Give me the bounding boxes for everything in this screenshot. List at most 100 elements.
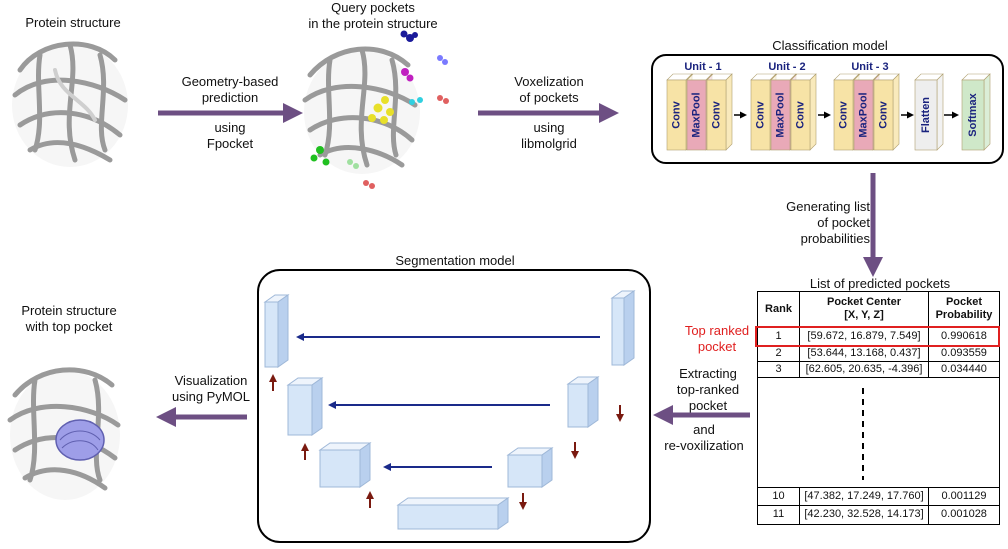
- classification-blocks: Unit - 1 Conv MaxPool Conv Unit - 2 Conv MaxPo…: [666, 61, 991, 151]
- clf-softmax-label: Softmax: [967, 92, 979, 136]
- seg-block-left-2: [286, 377, 324, 436]
- label-libmolgrid: libmolgrid: [521, 136, 577, 151]
- clf-layer-1-3: [706, 73, 733, 151]
- seg-block-right-3: [506, 447, 554, 488]
- label-extract-line2: top-ranked: [676, 382, 740, 397]
- label-top-ranked-pocket: Top ranked pocket: [676, 323, 758, 355]
- table-header-row: Rank Pocket Center [X, Y, Z] Pocket Prob…: [758, 292, 999, 328]
- query-pockets-image: [302, 30, 449, 189]
- cell-probability: 0.034440: [941, 363, 987, 375]
- label-and: and: [693, 422, 715, 437]
- label-using-1: using: [214, 120, 246, 135]
- label-query-pockets-line1: Query pockets: [331, 0, 415, 15]
- clf-layer-label-3-3: Conv: [878, 100, 890, 128]
- cell-center: [53.644, 13.168, 0.437]: [800, 346, 929, 361]
- label-revox: re-voxilization: [664, 438, 744, 453]
- unit-title-3: Unit - 3: [851, 61, 888, 73]
- segmentation-model-title: Segmentation model: [395, 253, 515, 268]
- unit-title-2: Unit - 2: [768, 61, 805, 73]
- cell-rank: 2: [758, 346, 800, 361]
- label-query-pockets-line2: in the protein structure: [308, 16, 438, 31]
- clf-layer-label-2-2: MaxPool: [775, 92, 787, 137]
- label-gen-line3: probabilities: [800, 231, 870, 246]
- label-gen-line1: Generating list: [786, 199, 870, 214]
- clf-layer-label-3-2: MaxPool: [858, 92, 870, 137]
- label-geom-line1: Geometry-based: [181, 74, 279, 89]
- cell-rank: 11: [758, 506, 800, 524]
- label-generating-list: Generating list of pocket probabilities: [770, 199, 870, 247]
- table-title: List of predicted pockets: [809, 276, 951, 291]
- label-extract-line1: Extracting: [679, 366, 737, 381]
- label-top-protein-line2: with top pocket: [25, 319, 113, 334]
- unit-title-1: Unit - 1: [684, 61, 721, 73]
- cell-probability: 0.001129: [941, 490, 987, 502]
- label-geom-line2: prediction: [201, 90, 259, 105]
- table-row: 10 [47.382, 17.249, 17.760] 0.001129: [758, 488, 999, 506]
- clf-layer-label-1-2: MaxPool: [691, 92, 703, 137]
- seg-block-left-3: [318, 442, 372, 488]
- top-pocket-protein-image: [7, 367, 121, 500]
- label-using-fpocket: using Fpocket: [160, 120, 300, 152]
- seg-block-right-2: [566, 376, 600, 428]
- table-row: 3 [62.605, 20.635, -4.396] 0.034440: [758, 362, 999, 378]
- protein-structure-image: [12, 41, 128, 167]
- label-extracting: Extracting top-ranked pocket: [662, 366, 754, 414]
- cell-rank: 1: [758, 328, 800, 345]
- header-pocket-center: Pocket Center [X, Y, Z]: [800, 292, 929, 327]
- segmentation-blocks: [263, 290, 636, 530]
- header-rank: Rank: [758, 292, 800, 327]
- cell-center: [62.605, 20.635, -4.396]: [800, 362, 929, 377]
- clf-flatten-label: Flatten: [920, 97, 932, 133]
- header-pocket-probability: Pocket Probability: [935, 296, 993, 321]
- clf-layer-label-1-1: Conv: [671, 100, 683, 128]
- label-query-pockets: Query pockets in the protein structure: [298, 0, 448, 32]
- label-voxelization: Voxelization of pockets: [484, 74, 614, 106]
- label-protein-structure: Protein structure: [25, 15, 121, 30]
- table-row: 11 [42.230, 32.528, 14.173] 0.001028: [758, 506, 999, 524]
- label-top-pocket-protein: Protein structure with top pocket: [4, 303, 134, 335]
- label-visualization: Visualization using PyMOL: [166, 373, 256, 405]
- clf-layer-3-3: [873, 73, 900, 151]
- cell-center: [42.230, 32.528, 14.173]: [800, 506, 929, 524]
- classification-model-title: Classification model: [772, 38, 888, 53]
- table-row: 1 [59.672, 16.879, 7.549] 0.990618: [758, 328, 999, 346]
- label-visual-line1: Visualization: [174, 373, 248, 388]
- cell-rank: 10: [758, 488, 800, 505]
- label-extract-line3: pocket: [688, 398, 728, 413]
- label-visual-line2: using PyMOL: [171, 389, 251, 404]
- clf-layer-label-2-1: Conv: [755, 100, 767, 128]
- clf-layer-label-2-3: Conv: [795, 100, 807, 128]
- cell-rank: 3: [758, 362, 800, 377]
- top-pocket-highlight: [755, 326, 1000, 347]
- seg-block-left-1: [263, 294, 290, 368]
- label-revoxilization: and re-voxilization: [652, 422, 756, 454]
- cell-center: [59.672, 16.879, 7.549]: [800, 328, 929, 345]
- table-ellipsis-region: [758, 378, 999, 488]
- cell-probability: 0.001028: [941, 508, 987, 520]
- seg-block-bottom: [396, 497, 510, 530]
- clf-layer-label-3-1: Conv: [838, 100, 850, 128]
- clf-layer-2-3: [790, 73, 817, 151]
- label-fpocket: Fpocket: [206, 136, 254, 151]
- table-row: 2 [53.644, 13.168, 0.437] 0.093559: [758, 346, 999, 362]
- pocket-spheres: [310, 30, 449, 189]
- label-top-ranked-line2: pocket: [697, 339, 737, 354]
- top-pocket-surface: [55, 419, 105, 461]
- cell-probability: 0.093559: [941, 347, 987, 359]
- label-using-libmolgrid: using libmolgrid: [484, 120, 614, 152]
- label-gen-line2: of pocket: [817, 215, 870, 230]
- label-vox-line1: Voxelization: [514, 74, 584, 89]
- cell-center: [47.382, 17.249, 17.760]: [800, 488, 929, 505]
- label-top-ranked-line1: Top ranked: [684, 323, 750, 338]
- label-vox-line2: of pockets: [519, 90, 579, 105]
- clf-flatten: [914, 73, 944, 151]
- label-geometry-prediction: Geometry-based prediction: [160, 74, 300, 106]
- clf-softmax: [961, 73, 991, 151]
- label-using-2: using: [533, 120, 565, 135]
- predicted-pockets-table: Rank Pocket Center [X, Y, Z] Pocket Prob…: [755, 291, 1000, 525]
- clf-layer-label-1-3: Conv: [711, 100, 723, 128]
- seg-block-right-1: [610, 290, 636, 366]
- label-top-protein-line1: Protein structure: [21, 303, 117, 318]
- cell-probability: 0.990618: [941, 330, 987, 342]
